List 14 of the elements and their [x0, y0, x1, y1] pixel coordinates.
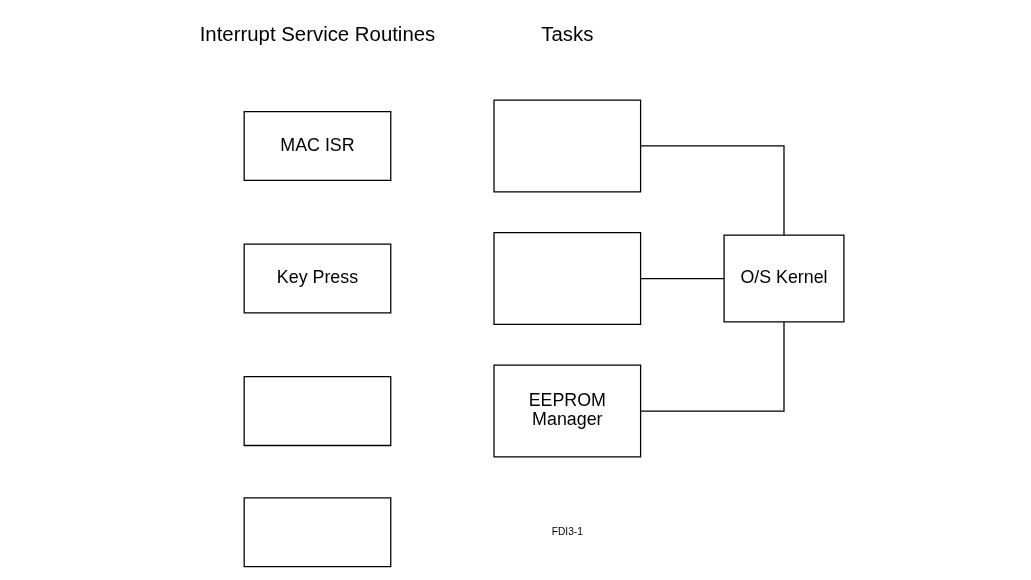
label: Interrupt Service Routines — [199, 23, 435, 46]
node-box — [492, 99, 641, 193]
node-box: Key Press — [243, 243, 391, 314]
node-box — [243, 497, 391, 568]
connector — [639, 277, 725, 280]
node-box — [492, 232, 641, 326]
connector — [639, 321, 785, 412]
node-box: MAC ISR — [243, 110, 391, 181]
label: Tasks — [540, 23, 593, 46]
node-box: O/S Kernel — [722, 234, 845, 323]
node-box: EEPROM Manager — [492, 364, 641, 458]
label: FDI3-1 — [551, 525, 583, 537]
node-box — [243, 376, 391, 447]
connector — [639, 145, 785, 236]
